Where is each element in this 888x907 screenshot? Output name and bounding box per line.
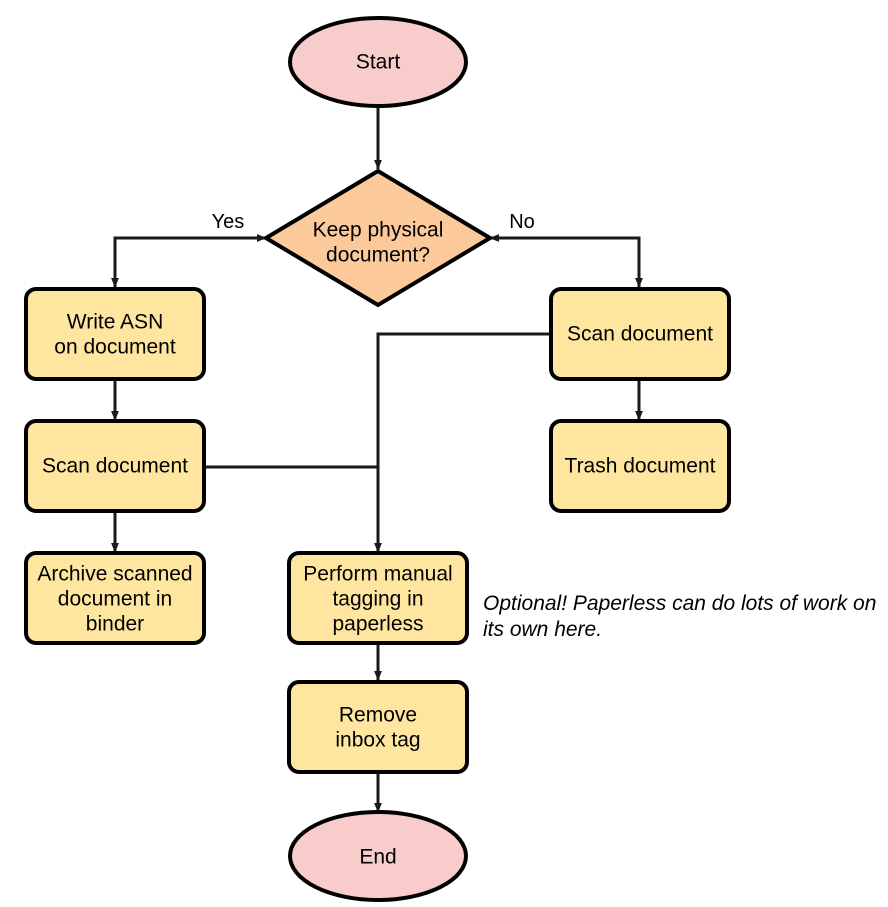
tagging-label-line1: Perform manual	[303, 563, 452, 586]
node-start[interactable]: Start	[288, 16, 468, 108]
edge-decision-no-to-scan-right	[489, 234, 643, 288]
write-asn-label-line2: on document	[54, 336, 176, 359]
trash-box	[549, 419, 731, 513]
node-end[interactable]: End	[288, 810, 468, 902]
node-perform-manual-tagging[interactable]: Perform manual tagging in paperless	[287, 551, 469, 645]
decision-diamond	[264, 169, 492, 307]
scan-left-label: Scan document	[42, 455, 188, 478]
node-trash-document[interactable]: Trash document	[549, 419, 731, 513]
write-asn-label-line1: Write ASN	[67, 311, 163, 334]
scan-right-box	[549, 287, 731, 381]
edge-label-yes: Yes	[212, 211, 245, 233]
node-remove-inbox-tag[interactable]: Remove inbox tag	[287, 680, 469, 774]
archive-label-line1: Archive scanned	[37, 563, 192, 586]
node-scan-document-left[interactable]: Scan document	[24, 419, 206, 513]
node-write-asn-on-document[interactable]: Write ASN on document	[24, 287, 206, 381]
scan-left-box	[24, 419, 206, 513]
node-decision-keep-physical-document[interactable]: Keep physical document?	[264, 169, 492, 307]
node-archive-scanned-document-in-binder[interactable]: Archive scanned document in binder	[24, 551, 206, 645]
archive-box	[24, 551, 206, 645]
archive-label-line2: document in	[58, 588, 172, 611]
archive-label-line3: binder	[86, 613, 144, 636]
edge-label-no: No	[509, 211, 535, 233]
edge-decision-yes-to-write-asn	[111, 234, 267, 288]
note-line1: Optional! Paperless can do lots of work …	[483, 592, 876, 615]
scan-right-label: Scan document	[567, 323, 713, 346]
remove-inbox-label-line1: Remove	[339, 704, 417, 727]
node-scan-document-right[interactable]: Scan document	[549, 287, 731, 381]
end-ellipse	[288, 810, 468, 902]
start-ellipse	[288, 16, 468, 108]
note-line2: its own here.	[483, 618, 602, 641]
start-label: Start	[356, 51, 401, 74]
decision-label-line2: document?	[326, 244, 430, 267]
edge-scan-right-to-tagging	[374, 332, 551, 553]
tagging-box	[287, 551, 469, 645]
tagging-label-line3: paperless	[332, 613, 423, 636]
optional-note: Optional! Paperless can do lots of work …	[483, 592, 876, 641]
remove-inbox-label-line2: inbox tag	[335, 729, 420, 752]
decision-label-line1: Keep physical	[313, 219, 444, 242]
trash-label: Trash document	[565, 455, 716, 478]
tagging-label-line2: tagging in	[332, 588, 423, 611]
remove-inbox-box	[287, 680, 469, 774]
write-asn-box	[24, 287, 206, 381]
end-label: End	[359, 846, 396, 869]
